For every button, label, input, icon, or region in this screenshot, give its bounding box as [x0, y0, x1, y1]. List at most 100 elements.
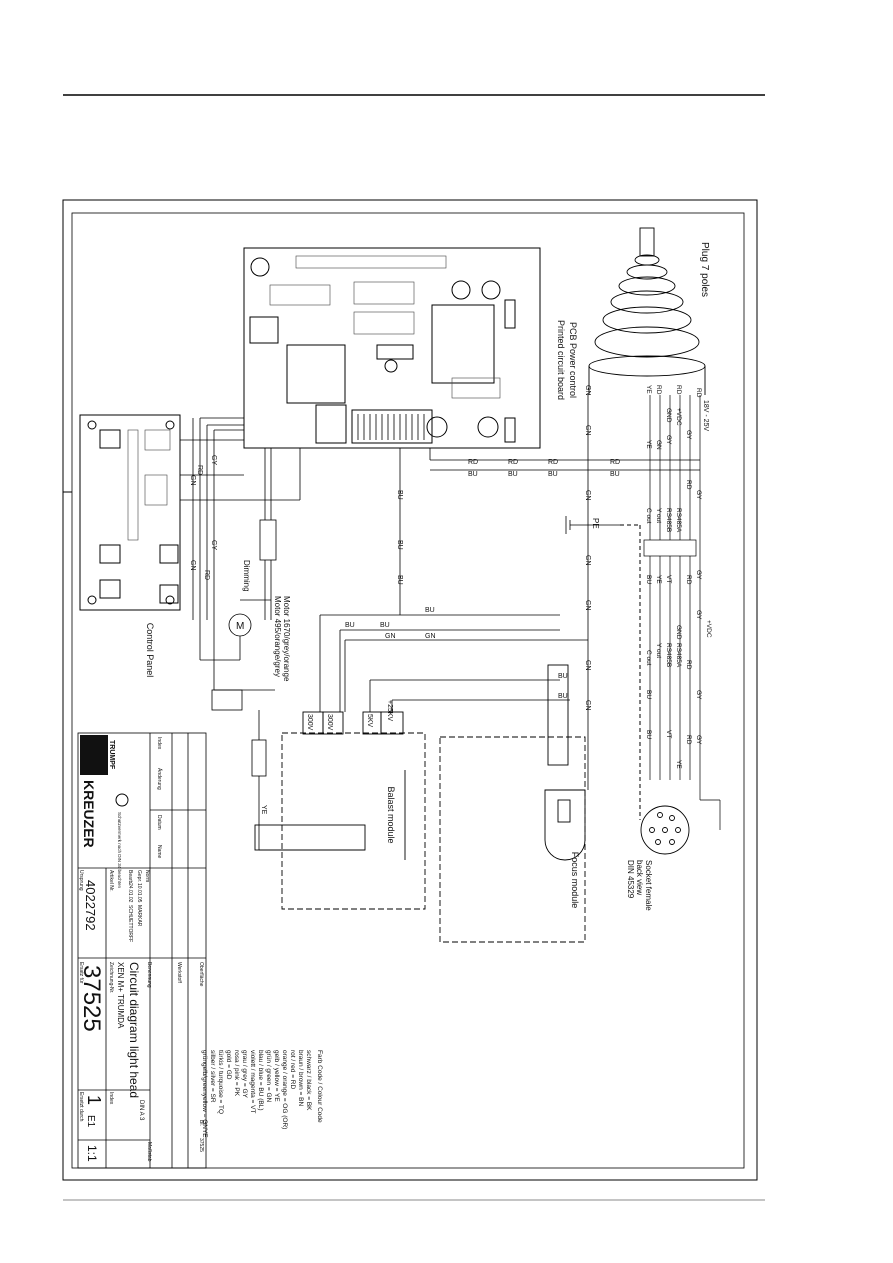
bus-label-bu11: BU [558, 673, 568, 680]
tb-index-value-label: Index [108, 1092, 114, 1105]
dimming-label: Dimming [242, 560, 251, 592]
kreuzer-emblem-icon [115, 793, 129, 807]
tb-gepr-date: 10.01.05 [136, 883, 142, 903]
hv-label-300b: 300V [326, 714, 333, 731]
colour-code-row-3: orange / orange = OG (OR) [281, 1050, 288, 1129]
tb-scale: 1:1 [85, 1145, 99, 1162]
pw-vdc-a: +VDC [675, 408, 682, 426]
tb-sheet: E1 [85, 1115, 96, 1128]
colour-code-row-7: violett / magenta = VT [249, 1050, 256, 1113]
tb-datum-label: Datum [156, 815, 162, 830]
bus-label-bu1: BU [468, 471, 478, 478]
wire-label-cp-rd2: RD [203, 570, 210, 580]
bus-labels: RD RD RD RD BU BU BU BU BU BU BU BU BU B… [345, 385, 620, 711]
wire-label-cp-gn2: GN [189, 560, 196, 571]
inner-frame [71, 212, 745, 1169]
pw-gy-a: GY [685, 430, 692, 440]
tb-blatt-label: Bl. [198, 1120, 204, 1126]
tb-massstab-label: Maßstab [146, 1142, 152, 1162]
pw-ye-b: YE [655, 575, 662, 584]
tb-bearb-date: 24.01.02 [127, 883, 133, 903]
bus-label-gn7: GN [584, 600, 591, 611]
pw-ye-a: YE [645, 440, 652, 449]
pcb-label-2: PCB Power control [568, 322, 578, 398]
pw-rd-a: YE [645, 385, 652, 394]
bus-label-bu4: BU [610, 471, 620, 478]
wire-label-cp-gy2: GY [210, 540, 217, 550]
motor-symbol: M [236, 621, 244, 632]
pw-rs485a-b: RS485A [675, 643, 682, 668]
colour-code-row-9: rosa / pink = PK [233, 1050, 240, 1097]
colour-code-row-8: grau / grey = GY [241, 1050, 248, 1099]
bus-label-gn3: GN [584, 385, 591, 396]
colour-code-row-0: schwarz / black = BK [305, 1050, 312, 1111]
bus-label-gn8: GN [584, 660, 591, 671]
hv-label-300a: 300V [306, 714, 313, 731]
bus-label-gn5: GN [584, 490, 591, 501]
colour-code-table: Farb Code / Colour Code schwarz / black … [201, 1050, 323, 1138]
pw-gy-d: GY [695, 610, 702, 620]
socket-female [640, 805, 690, 855]
pcb-power-control: Printed circuit board PCB Power control [243, 247, 578, 449]
tb-index-label: Index [156, 737, 162, 750]
pw-rd-b: RD [655, 385, 662, 395]
bus-label-bu5: BU [396, 490, 403, 500]
tb-artikel-value: 4022792 [83, 880, 98, 931]
socket-label-2: back view [635, 860, 644, 895]
pw-gy-g: GY [665, 435, 672, 445]
pw-gn-a: GN [655, 440, 662, 450]
pw-vt-b: VT [665, 730, 672, 738]
tb-bearb-label: Bearb. [127, 870, 133, 885]
plug-label: Plug 7 poles [699, 242, 710, 297]
bus-label-bu2: BU [508, 471, 518, 478]
dimming-motor [199, 448, 365, 851]
pw-rs485b-b: RS485B [665, 643, 672, 667]
tb-index-value: 1 [84, 1095, 104, 1105]
pw-rd-d: RD [695, 388, 702, 398]
pw-rd-f: RD [685, 575, 692, 585]
wire-label-cp-rd: RD [196, 465, 203, 475]
control-panel-label: Control Panel [145, 623, 155, 678]
ballast-module [254, 711, 426, 910]
pw-yout-b: Y out [655, 643, 662, 658]
tb-format: DIN A 3 [138, 1100, 144, 1121]
tb-name-label: Name [156, 845, 162, 859]
colour-code-row-12: silber / silver = SR [209, 1050, 216, 1103]
outer-frame [62, 199, 758, 1181]
colour-code-row-11: türkis / turquoise = TQ [217, 1050, 224, 1114]
pw-rs485b-a: RS485B [665, 508, 672, 532]
pw-gy-b: GY [695, 490, 702, 500]
bus-label-bu3: BU [548, 471, 558, 478]
tb-artikel-label: Artikel Nr. [108, 870, 114, 892]
tb-gepr-label: Gepr. [136, 870, 142, 882]
bus-label-bu9: BU [380, 622, 390, 629]
trumpf-logo-text: TRUMPF [108, 740, 115, 770]
colour-code-row-1: braun / brown = BN [297, 1050, 304, 1106]
bus-label-bu8: BU [425, 607, 435, 614]
pw-gnd-a: GND [665, 408, 672, 423]
motor-label-1: Motor 1670/grey/orange [282, 596, 291, 682]
tb-oberflaeche-label: Oberfläche [198, 962, 204, 987]
title-block [77, 732, 207, 1169]
bus-label-bu10: BU [345, 622, 355, 629]
bus-label-gn6: GN [584, 555, 591, 566]
tb-benennung-label: Benennung [146, 962, 152, 988]
focus-module [439, 664, 586, 943]
plug-7-poles [588, 227, 706, 395]
pw-yout-a: Y out [655, 508, 662, 523]
colour-code-row-5: grün / green = GN [265, 1050, 272, 1103]
pw-vt-a: VT [665, 575, 672, 583]
bus-label-rd1: RD [468, 459, 478, 466]
bus-label-gn1: GN [385, 633, 396, 640]
bus-label-bu6: BU [396, 540, 403, 550]
colour-code-row-4: gelb / yellow = YE [273, 1050, 280, 1102]
tb-ersetzt-label: Ersetzt durch [78, 1092, 84, 1122]
bus-label-gn2: GN [425, 633, 436, 640]
control-panel-wires [180, 417, 301, 620]
pw-vdc-b: +VDC [705, 620, 712, 638]
colour-code-row-10: gold = GD [225, 1050, 232, 1080]
pw-bu-b: BU [645, 690, 652, 699]
trumpf-logo [80, 735, 108, 775]
pw-rd-g: RD [685, 660, 692, 670]
